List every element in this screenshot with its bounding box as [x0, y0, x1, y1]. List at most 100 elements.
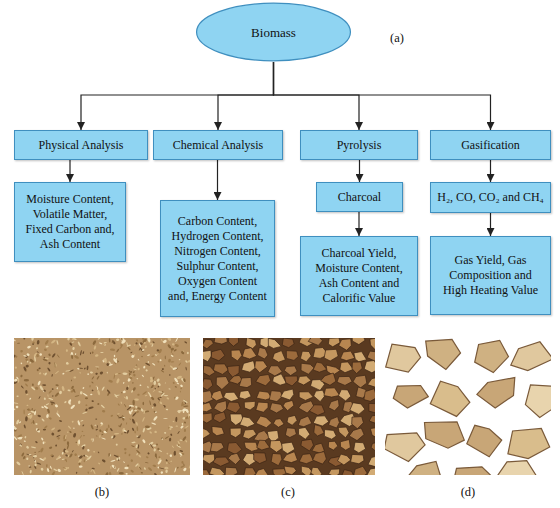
flow-arrow: [218, 62, 274, 130]
product-box: Charcoal: [316, 182, 403, 212]
sawdust-speck: [32, 341, 35, 344]
sawdust-speck: [151, 396, 155, 400]
sawdust-speck: [35, 428, 41, 434]
sawdust-speck: [121, 433, 123, 435]
sawdust-speck: [46, 414, 49, 419]
sawdust-speck: [162, 368, 165, 371]
sawdust-speck: [41, 437, 44, 440]
sawdust-speck: [71, 379, 73, 381]
sawdust-speck: [101, 433, 104, 435]
sawdust-speck: [157, 398, 160, 401]
sawdust-speck: [142, 391, 147, 395]
sawdust-speck: [44, 348, 47, 351]
sawdust-speck: [71, 355, 73, 360]
wood-chip: [285, 376, 298, 386]
sawdust-speck: [113, 358, 118, 364]
sawdust-speck: [145, 462, 149, 464]
sawdust-speck: [124, 467, 128, 470]
sawdust-speck: [99, 429, 102, 432]
wood-chip: [368, 377, 376, 388]
sawdust-speck: [26, 394, 29, 396]
sawdust-speck: [153, 448, 156, 452]
sawdust-speck: [157, 448, 159, 451]
bark-piece: [467, 425, 502, 457]
sawdust-speck: [52, 388, 54, 390]
wood-chip: [340, 351, 354, 361]
sawdust-speck: [169, 427, 172, 430]
sawdust-speck: [153, 403, 157, 407]
sawdust-speck: [77, 420, 81, 426]
sawdust-speck: [185, 408, 189, 413]
sawdust-speck: [116, 348, 120, 352]
wood-chip: [328, 441, 338, 450]
sawdust-speck: [129, 376, 133, 380]
sawdust-speck: [137, 407, 141, 410]
sawdust-speck: [62, 373, 65, 375]
sawdust-speck: [155, 453, 157, 457]
sawdust-speck: [25, 390, 28, 394]
wood-chip: [364, 361, 375, 373]
sawdust-speck: [79, 372, 81, 374]
wood-chip: [371, 442, 375, 454]
sawdust-speck: [131, 354, 135, 358]
wood-chip: [229, 338, 239, 346]
sawdust-speck: [95, 366, 99, 368]
sawdust-speck: [180, 350, 184, 354]
sawdust-speck: [54, 392, 59, 397]
sawdust-speck: [151, 422, 156, 425]
sawdust-speck: [69, 342, 73, 346]
sawdust-speck: [89, 385, 91, 388]
sawdust-speck: [149, 431, 152, 434]
sawdust-speck: [180, 455, 181, 457]
sawdust-speck: [132, 441, 137, 443]
wood-chip: [283, 400, 294, 410]
wood-chip: [271, 453, 282, 465]
sawdust-speck: [134, 344, 135, 346]
wood-chip: [270, 440, 283, 452]
sawdust-speck: [43, 389, 46, 392]
sawdust-speck: [172, 420, 174, 422]
sawdust-speck: [116, 468, 119, 473]
category-box: Gasification: [430, 130, 551, 160]
sawdust-speck: [51, 432, 55, 436]
sawdust-speck: [16, 395, 19, 397]
sawdust-speck: [131, 390, 134, 393]
wood-chip: [255, 361, 268, 373]
wood-chip: [212, 426, 224, 435]
sawdust-speck: [56, 340, 59, 345]
category-box: Physical Analysis: [14, 130, 148, 160]
sawdust-speck: [151, 355, 155, 358]
bark-piece: [511, 342, 551, 371]
sawdust-speck: [40, 467, 44, 471]
sawdust-speck: [155, 411, 157, 413]
sawdust-speck: [119, 338, 123, 341]
wood-chip: [324, 349, 338, 361]
sawdust-speck: [123, 429, 127, 432]
sawdust-speck: [63, 466, 68, 471]
sawdust-speck: [171, 355, 174, 358]
sawdust-speck: [85, 408, 88, 411]
flow-arrow: [274, 62, 360, 130]
sawdust-speck: [136, 378, 138, 379]
sawdust-speck: [154, 473, 158, 475]
wood-chip: [329, 469, 340, 475]
sawdust-speck: [82, 411, 87, 414]
sawdust-speck: [133, 408, 135, 410]
sawdust-speck: [167, 344, 172, 349]
wood-chip: [256, 375, 271, 386]
sawdust-speck: [183, 405, 189, 407]
sawdust-speck: [157, 382, 161, 386]
wood-chip: [339, 390, 351, 401]
sawdust-speck: [136, 450, 141, 455]
chips-ground: [203, 338, 375, 475]
sawdust-speck: [96, 435, 98, 437]
sawdust-speck: [73, 427, 74, 429]
sawdust-speck: [179, 450, 183, 452]
sawdust-speck: [135, 342, 138, 345]
sawdust-speck: [83, 459, 86, 462]
sawdust-speck: [67, 338, 70, 341]
sawdust-speck: [91, 467, 94, 469]
sawdust-speck: [65, 454, 68, 457]
sawdust-speck: [110, 459, 115, 462]
sawdust-speck: [177, 431, 180, 435]
